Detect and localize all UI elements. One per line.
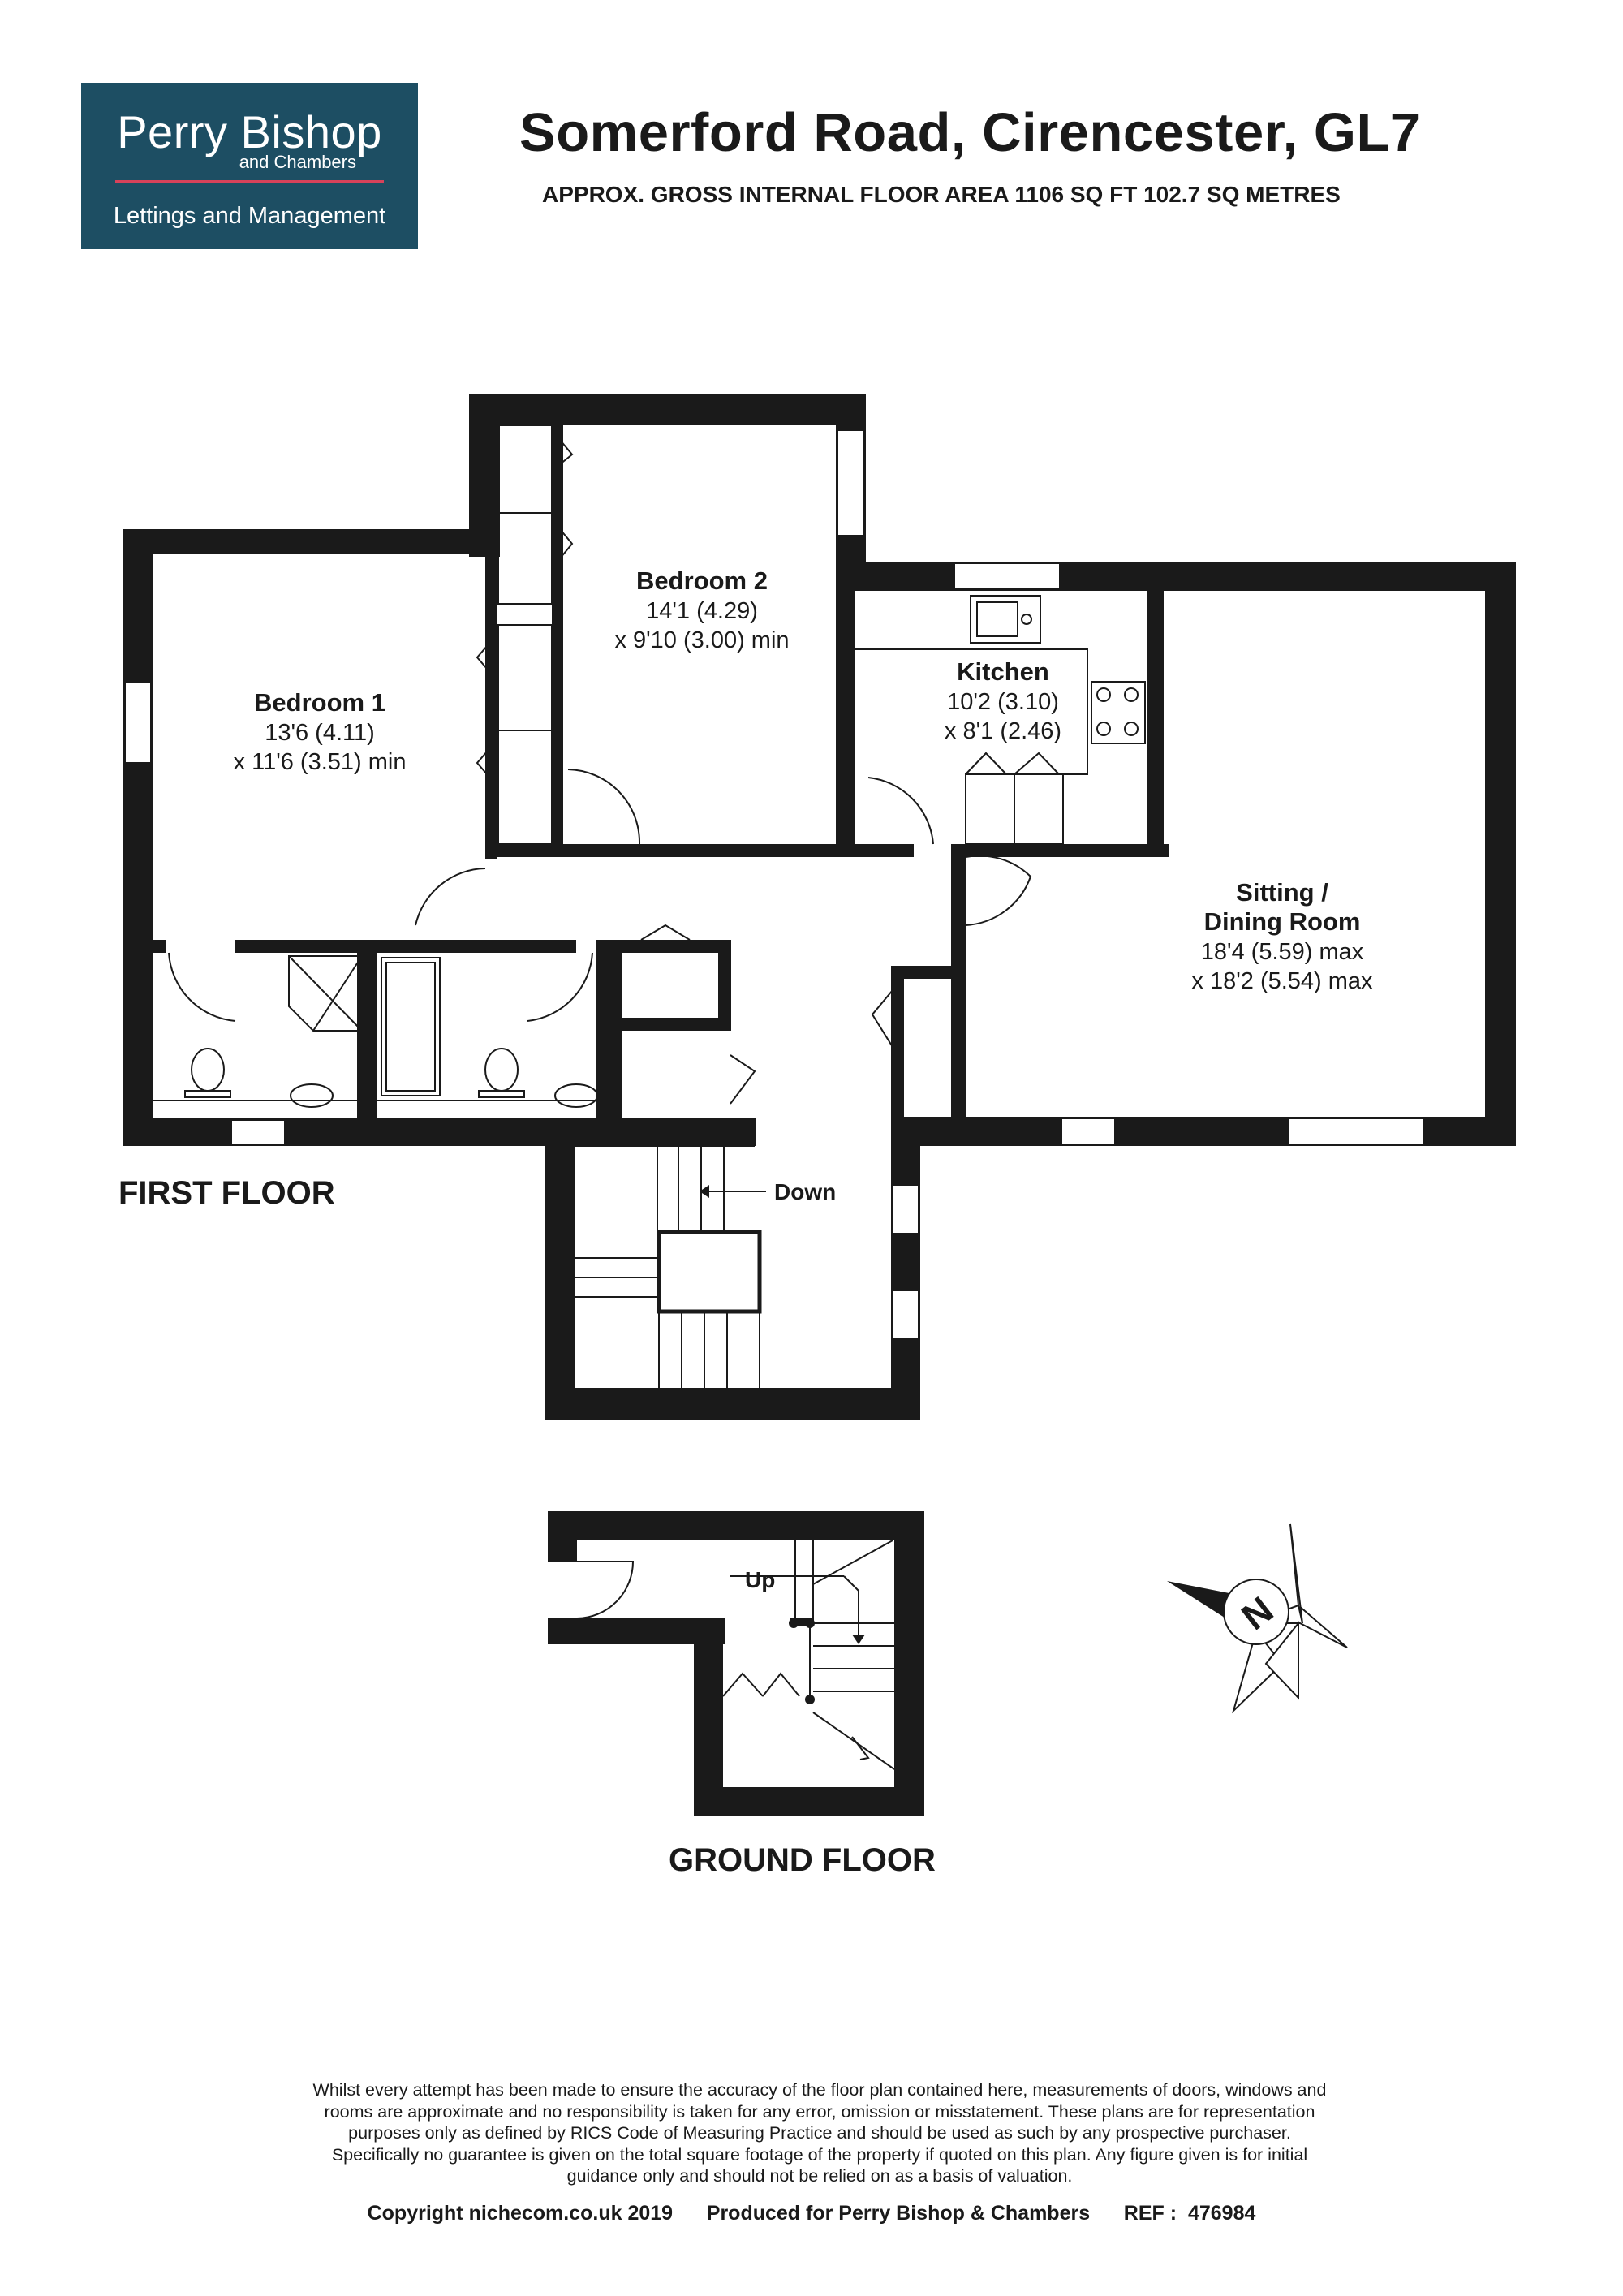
ground-floor-plan: Up bbox=[548, 1511, 924, 1816]
stairs-down-label: Down bbox=[774, 1179, 836, 1204]
stairs-up-label: Up bbox=[745, 1567, 775, 1592]
ground-floor-label: GROUND FLOOR bbox=[669, 1842, 936, 1878]
wardrobes bbox=[476, 424, 893, 1105]
bathroom-fittings bbox=[153, 955, 598, 1108]
bedroom2-name: Bedroom 2 bbox=[636, 566, 768, 595]
first-floor-label: FIRST FLOOR bbox=[118, 1175, 335, 1211]
disclaimer-line: Specifically no guarantee is given on th… bbox=[331, 2144, 1308, 2165]
copyright-text: Copyright nichecom.co.uk 2019 bbox=[367, 2202, 674, 2225]
logo-rule bbox=[115, 180, 384, 183]
produced-text: Produced for Perry Bishop & Chambers bbox=[706, 2202, 1091, 2225]
compass-icon: N bbox=[1167, 1523, 1348, 1714]
windows bbox=[124, 429, 1424, 1340]
logo-brand: Perry Bishop bbox=[117, 106, 382, 157]
room-labels-first: Bedroom 1 13'6 (4.11) x 11'6 (3.51) min … bbox=[234, 566, 1374, 1204]
copyright-line: Copyright nichecom.co.uk 2019 Produced f… bbox=[0, 2202, 1623, 2225]
logo-sub: and Chambers bbox=[239, 152, 356, 172]
kitchen-dim1: 10'2 (3.10) bbox=[947, 689, 1059, 715]
interior-walls bbox=[148, 425, 1169, 1136]
first-floor-plan: Bedroom 1 13'6 (4.11) x 11'6 (3.51) min … bbox=[123, 394, 1516, 1420]
floor-area: APPROX. GROSS INTERNAL FLOOR AREA 1106 S… bbox=[542, 182, 1341, 207]
stairs-first-floor bbox=[575, 1145, 766, 1388]
bedroom1-name: Bedroom 1 bbox=[254, 688, 385, 717]
sitting-dim2: x 18'2 (5.54) max bbox=[1191, 968, 1373, 994]
kitchen-dim2: x 8'1 (2.46) bbox=[945, 718, 1061, 744]
kitchen-fittings bbox=[855, 595, 1146, 845]
sitting-dim1: 18'4 (5.59) max bbox=[1201, 939, 1364, 965]
disclaimer-line: Whilst every attempt has been made to en… bbox=[312, 2080, 1327, 2100]
disclaimer-line: rooms are approximate and no responsibil… bbox=[324, 2101, 1315, 2122]
ref-text: REF : 476984 bbox=[1123, 2202, 1256, 2225]
doors bbox=[168, 769, 1032, 1022]
sitting-name1: Sitting / bbox=[1236, 878, 1328, 907]
ground-door-stairs: Up bbox=[576, 1540, 895, 1770]
logo-tagline: Lettings and Management bbox=[113, 203, 386, 229]
ground-exterior-walls bbox=[548, 1511, 924, 1816]
kitchen-name: Kitchen bbox=[957, 657, 1049, 686]
disclaimer: Whilst every attempt has been made to en… bbox=[243, 2079, 1396, 2187]
sitting-name2: Dining Room bbox=[1204, 907, 1361, 936]
disclaimer-line: purposes only as defined by RICS Code of… bbox=[348, 2123, 1291, 2143]
bedroom2-dim1: 14'1 (4.29) bbox=[646, 598, 758, 624]
bedroom1-dim2: x 11'6 (3.51) min bbox=[234, 749, 407, 775]
agency-logo: Perry Bishop and Chambers Lettings and M… bbox=[81, 83, 418, 249]
bedroom1-dim1: 13'6 (4.11) bbox=[265, 720, 375, 746]
bedroom2-dim2: x 9'10 (3.00) min bbox=[614, 627, 789, 653]
page-title: Somerford Road, Cirencester, GL7 bbox=[519, 102, 1421, 163]
disclaimer-line: guidance only and should not be relied o… bbox=[566, 2166, 1073, 2186]
